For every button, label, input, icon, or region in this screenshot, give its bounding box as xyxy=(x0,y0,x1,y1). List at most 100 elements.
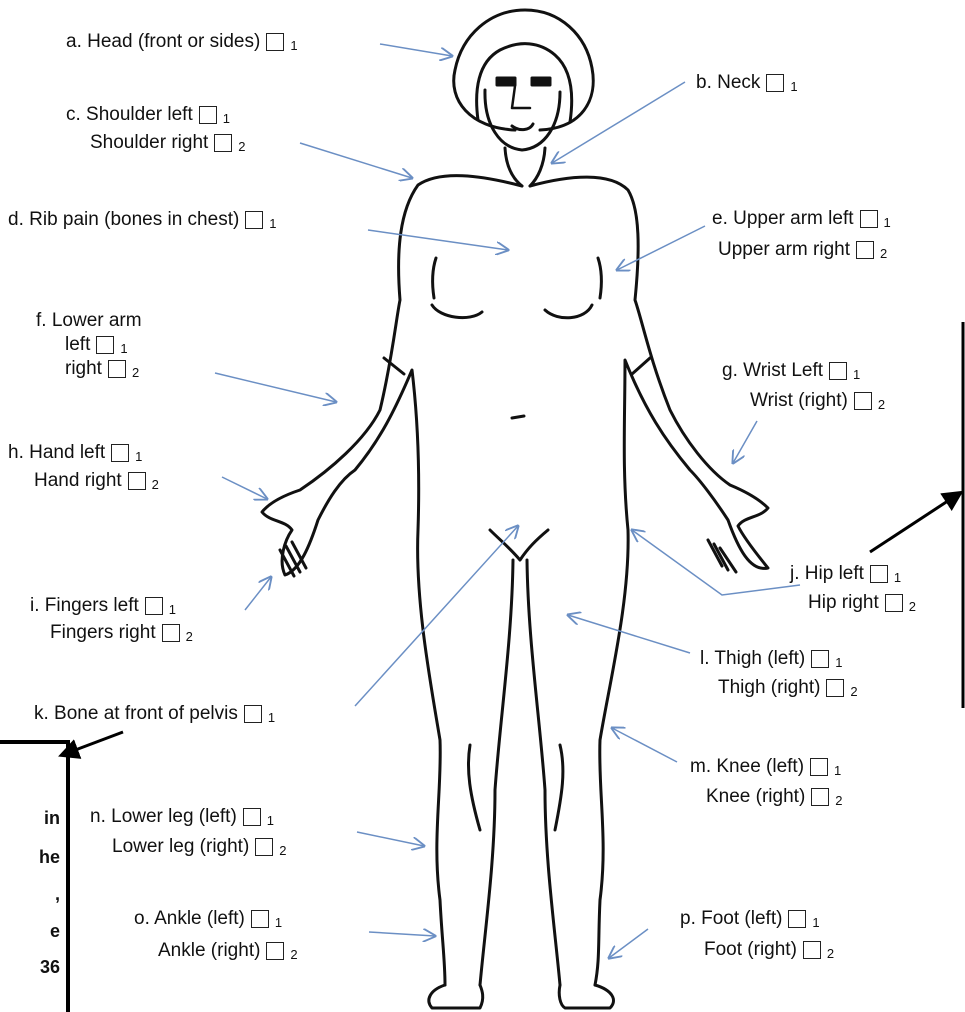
arrow-upper-arm xyxy=(617,226,705,270)
arrow-wrist xyxy=(733,421,757,463)
code-hip-left: 1 xyxy=(894,570,901,585)
checkbox-lower-leg-left[interactable] xyxy=(243,808,261,826)
label-shoulder-left-text: c. Shoulder left xyxy=(66,104,193,125)
nose xyxy=(512,86,530,108)
label-knee-left: m. Knee (left)1 xyxy=(690,756,841,782)
checkbox-wrist-right[interactable] xyxy=(854,392,872,410)
label-lower-arm: f. Lower arm xyxy=(36,310,142,332)
label-knee-right-text: Knee (right) xyxy=(706,786,805,807)
checkbox-hand-left[interactable] xyxy=(111,444,129,462)
arrow-knee xyxy=(612,728,677,762)
checkbox-thigh-right[interactable] xyxy=(826,679,844,697)
checkbox-ankle-right[interactable] xyxy=(266,942,284,960)
arrow-hip xyxy=(632,530,800,595)
body-silhouette xyxy=(262,10,768,1008)
checkbox-knee-right[interactable] xyxy=(811,788,829,806)
code-thigh-left: 1 xyxy=(835,655,842,670)
checkbox-neck[interactable] xyxy=(766,74,784,92)
code-lower-arm-right: 2 xyxy=(132,365,139,380)
note-fragment-2: he xyxy=(39,847,60,868)
note-fragment-3: , xyxy=(55,884,60,905)
label-ankle-left-text: o. Ankle (left) xyxy=(134,908,245,929)
label-rib-pain: d. Rib pain (bones in chest)1 xyxy=(8,209,277,235)
checkbox-hip-right[interactable] xyxy=(885,594,903,612)
arrow-fingers xyxy=(245,577,271,610)
label-pelvis-text: k. Bone at front of pelvis xyxy=(34,703,238,724)
label-hip-left: j. Hip left 1 xyxy=(790,563,901,589)
label-thigh-left-text: l. Thigh (left) xyxy=(700,648,805,669)
label-foot-right-text: Foot (right) xyxy=(704,939,797,960)
checkbox-head[interactable] xyxy=(266,33,284,51)
code-wrist-left: 1 xyxy=(853,367,860,382)
crotch xyxy=(490,530,548,560)
elbow-right xyxy=(632,358,650,374)
checkbox-hand-right[interactable] xyxy=(128,472,146,490)
code-foot-left: 1 xyxy=(812,915,819,930)
code-pelvis: 1 xyxy=(268,710,275,725)
label-ankle-left: o. Ankle (left) 1 xyxy=(134,908,282,934)
foot-left xyxy=(429,985,483,1008)
checkbox-ankle-left[interactable] xyxy=(251,910,269,928)
chest-line-right xyxy=(598,258,601,298)
face-outline xyxy=(485,90,560,150)
checkbox-shoulder-left[interactable] xyxy=(199,106,217,124)
label-knee-left-text: m. Knee (left) xyxy=(690,756,804,777)
checkbox-knee-left[interactable] xyxy=(810,758,828,776)
body-right-side xyxy=(530,177,768,985)
checkbox-lower-arm-right[interactable] xyxy=(108,360,126,378)
label-ankle-right-text: Ankle (right) xyxy=(158,940,260,961)
code-upper-arm-right: 2 xyxy=(880,246,887,261)
label-foot-right: Foot (right)2 xyxy=(704,939,834,965)
label-hand-left-text: h. Hand left xyxy=(8,442,105,463)
label-hip-left-text: j. Hip left xyxy=(790,563,864,584)
code-hip-right: 2 xyxy=(909,599,916,614)
checkbox-lower-leg-right[interactable] xyxy=(255,838,273,856)
arrow-shoulder xyxy=(300,143,412,178)
arrow-ankle xyxy=(369,932,435,936)
checkbox-fingers-left[interactable] xyxy=(145,597,163,615)
code-upper-arm-left: 1 xyxy=(884,215,891,230)
checkbox-shoulder-right[interactable] xyxy=(214,134,232,152)
leg-left-inner xyxy=(480,560,513,985)
code-shoulder-right: 2 xyxy=(238,139,245,154)
checkbox-foot-right[interactable] xyxy=(803,941,821,959)
checkbox-lower-arm-left[interactable] xyxy=(96,336,114,354)
fingers-right xyxy=(708,540,736,572)
label-lower-arm-text: f. Lower arm xyxy=(36,310,142,331)
body-left-side xyxy=(262,176,522,985)
label-head: a. Head (front or sides)1 xyxy=(66,31,298,57)
checkbox-foot-left[interactable] xyxy=(788,910,806,928)
label-pelvis: k. Bone at front of pelvis 1 xyxy=(34,703,275,729)
checkbox-thigh-left[interactable] xyxy=(811,650,829,668)
checkbox-rib-pain[interactable] xyxy=(245,211,263,229)
hip-black-arrow xyxy=(870,493,960,552)
label-ankle-right: Ankle (right) 2 xyxy=(158,940,298,966)
label-hip-right-text: Hip right xyxy=(808,592,879,613)
label-thigh-left: l. Thigh (left) 1 xyxy=(700,648,842,674)
label-neck-text: b. Neck xyxy=(696,72,760,93)
arrow-lower-leg xyxy=(357,832,424,846)
label-lower-arm-right-text: right xyxy=(65,358,102,379)
code-ankle-right: 2 xyxy=(290,947,297,962)
code-ankle-left: 1 xyxy=(275,915,282,930)
checkbox-wrist-left[interactable] xyxy=(829,362,847,380)
label-wrist-left-text: g. Wrist Left xyxy=(722,360,823,381)
checkbox-upper-arm-right[interactable] xyxy=(856,241,874,259)
checkbox-hip-left[interactable] xyxy=(870,565,888,583)
checkbox-pelvis[interactable] xyxy=(244,705,262,723)
note-fragment-1: in xyxy=(44,808,60,829)
checkbox-fingers-right[interactable] xyxy=(162,624,180,642)
leg-right-inner xyxy=(527,560,560,985)
code-thigh-right: 2 xyxy=(850,684,857,699)
checkbox-upper-arm-left[interactable] xyxy=(860,210,878,228)
label-foot-left: p. Foot (left)1 xyxy=(680,908,820,934)
arrow-foot xyxy=(609,929,648,958)
code-fingers-left: 1 xyxy=(169,602,176,617)
code-hand-left: 1 xyxy=(135,449,142,464)
label-wrist-right: Wrist (right)2 xyxy=(750,390,885,416)
code-knee-right: 2 xyxy=(835,793,842,808)
